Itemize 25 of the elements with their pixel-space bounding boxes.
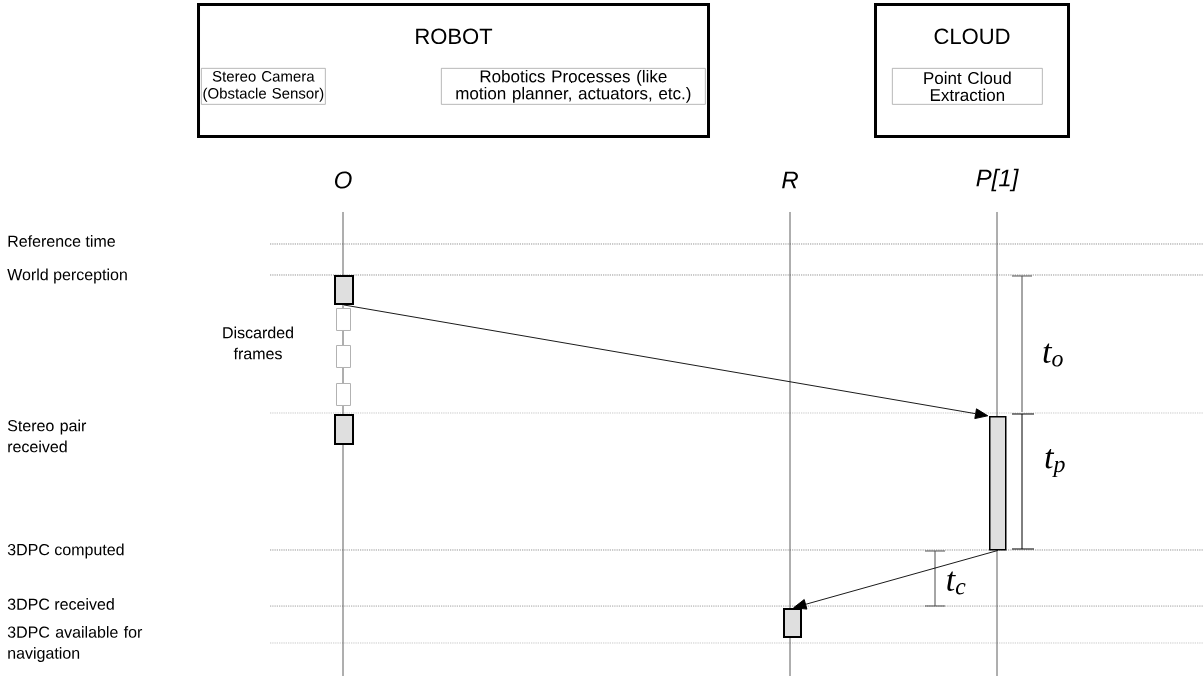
dimension-label: t$_{p}$ <box>1045 449 1065 477</box>
activation-bar <box>989 416 1007 551</box>
row-label: 3DPC computed <box>7 543 124 559</box>
row-label: 3DPC received <box>7 598 114 610</box>
lifeline-label: P[1] <box>976 168 1019 192</box>
dimension-label: t$_{o}$ <box>1043 343 1063 367</box>
dimension-label: t$_{c}$ <box>947 571 966 595</box>
activation-box <box>334 275 354 305</box>
lifeline-label: O <box>334 171 352 189</box>
row-label: Reference time <box>8 235 115 247</box>
activation-box <box>334 414 354 445</box>
discarded-frame-box <box>336 345 351 368</box>
discarded-frame-box <box>336 308 351 331</box>
row-label: Stereo pair received <box>7 419 87 453</box>
component-box: Point Cloud Extraction <box>892 68 1043 105</box>
message-arrow <box>343 304 989 420</box>
activation-box <box>783 608 802 638</box>
lifeline-label: R <box>782 171 798 189</box>
note-label: Discarded frames <box>223 326 293 360</box>
component-box: Robotics Processes (like motion planner, actuators, etc.) <box>441 68 706 105</box>
row-label: 3DPC available for navigation <box>7 626 143 662</box>
component-box: Stereo Camera (Obstacle Sensor) <box>201 68 326 105</box>
discarded-frame-box <box>336 383 351 406</box>
message-arrow <box>793 550 999 610</box>
row-label: World perception <box>7 268 127 284</box>
